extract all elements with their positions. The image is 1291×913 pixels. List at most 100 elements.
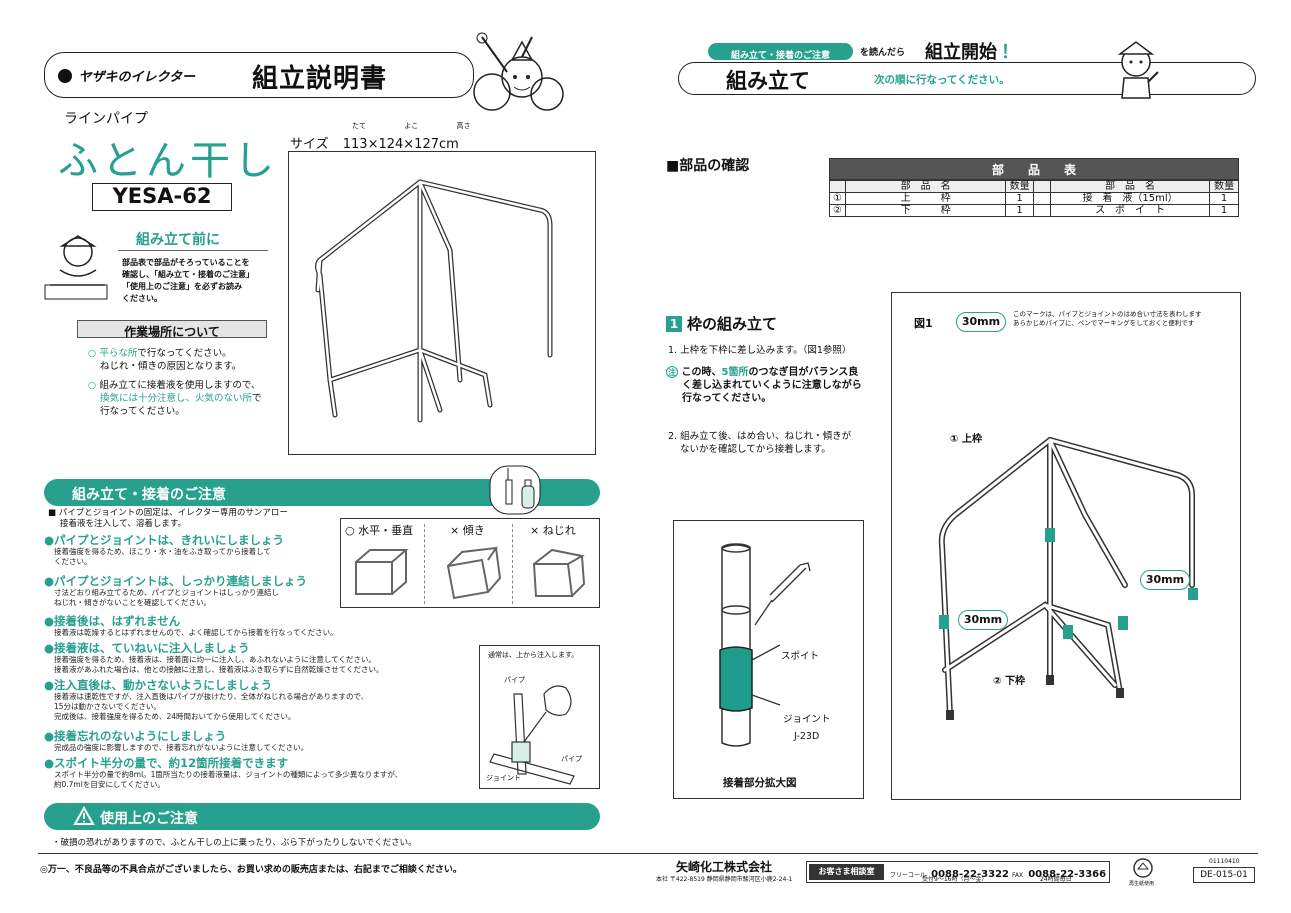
part-qty: 1 <box>1004 204 1035 217</box>
caution-item-title: ●注入直後は、動かさないようにしましょう <box>44 678 273 692</box>
caution-item-note: 完成品の強度に影響しますので、接着忘れがないように注意してください。 <box>54 743 309 752</box>
injection-label-pipe2: パイプ <box>561 755 582 763</box>
figure1-mark-note-line: このマークは、パイプとジョイントのはめ合い寸法を表わします <box>1013 310 1202 318</box>
warning-icon <box>73 805 95 825</box>
before-text-line: 「使用上のご注意」を必ずお読み <box>122 282 242 291</box>
figure1-lower-label: ② 下枠 <box>993 676 1025 687</box>
mascot-thumbsup-illustration <box>1117 41 1159 99</box>
workplace-item-hl: 換気には十分注意し、火気のない所 <box>100 393 253 404</box>
company-name: 矢崎化工株式会社 <box>676 860 773 874</box>
product-name: ふとん干し <box>58 138 278 184</box>
col-qty: 数量 <box>1209 180 1239 193</box>
worker-illustration <box>44 235 108 300</box>
workplace-item-text: で行なってください。 <box>137 348 232 359</box>
col-name: 部 品 名 <box>845 180 1006 193</box>
part-qty: 1 <box>1209 204 1239 217</box>
orientation-divider <box>424 524 425 604</box>
part-qty: 1 <box>1209 192 1239 205</box>
part-no: ② <box>828 204 847 217</box>
doc-code: DE-015-01 <box>1193 867 1255 883</box>
read-first-tag: 組み立て・接着のご注意 <box>708 43 853 61</box>
caution-item-title: ●パイプとジョイントは、きれいにしましょう <box>44 533 285 547</box>
orientation-label-ok: ○ 水平・垂直 <box>345 524 414 537</box>
caution-item-title: ●スポイト半分の量で、約12箇所接着できます <box>44 756 289 770</box>
caution-intro: ■ パイプとジョイントの固定は、イレクター専用のサンアロー 接着液を注入して、溶… <box>48 508 288 530</box>
before-text: 部品表で部品がそろっていることを 確認し、「組み立て・接着のご注意」 「使用上の… <box>122 257 254 305</box>
product-illustration-box <box>288 151 596 455</box>
recycle-icon <box>1133 858 1153 878</box>
category-label: ラインパイプ <box>64 111 148 127</box>
assembly-title: 組み立て <box>726 69 810 93</box>
warning-hl: 5箇所 <box>721 367 749 378</box>
caution-heading: 組み立て・接着のご注意 <box>72 487 226 503</box>
doc-title: 組立説明書 <box>252 64 388 94</box>
parts-heading: ■部品の確認 <box>666 155 749 175</box>
workplace-item-line2: 換気には十分注意し、火気のない所で <box>88 392 262 405</box>
caution-item-note: 接着液は乾燥するとはずれませんので、よく確認してから接着を行なってください。 <box>54 628 338 637</box>
figure1-dim-label: 30mm <box>1140 570 1190 590</box>
injection-illustration <box>489 685 575 785</box>
caution-item-note: 接着液は速乾性ですが、注入直後はパイプが抜けたり、全体がねじれる場合がありますの… <box>54 692 369 701</box>
free-number: 0088-22-3322 <box>931 869 1009 880</box>
cube-level-icon <box>355 549 409 595</box>
figure1-mark-note-line: あらかじめパイプに、ペンでマーキングをしておくと便利です <box>1013 319 1195 327</box>
contact-fax: FAX 0088-22-3366 <box>1012 862 1106 881</box>
step1-line2-text: ないかを確認してから接着します。 <box>680 444 831 455</box>
figure1-frame-illustration <box>938 437 1198 720</box>
caution-item: ●パイプとジョイントは、しっかり連結しましょう 寸法どおり組み立てるため、パイプ… <box>44 574 402 614</box>
step1-warning-line1: 注 この時、5箇所のつなぎ目がバランス良 <box>666 366 862 379</box>
detail-label-joint: ジョイント <box>783 714 831 725</box>
warning-text: 行なってください。 <box>682 393 772 404</box>
step1-line1: 1. 上枠を下枠に差し込みます。（図1参照） <box>668 345 852 356</box>
contact-free: フリーコール 0088-22-3322 <box>890 862 1009 881</box>
brand-logo: ヤザキのイレクター <box>58 66 195 85</box>
cube-tilt-icon <box>446 546 502 600</box>
before-text-line: 確認し、「組み立て・接着のご注意」 <box>122 270 254 279</box>
step1-warning: 注 この時、5箇所のつなぎ目がバランス良 く差し込まれていくように注意しながら … <box>666 366 862 405</box>
detail-label-spoit: スポイト <box>781 651 820 662</box>
brand-text: ヤザキのイレクター <box>78 70 196 85</box>
caution-item: ●接着後は、はずれません 接着液は乾燥するとはずれませんので、よく確認してから接… <box>44 614 402 641</box>
parts-table-header: 部 品 名 数量 部 品 名 数量 <box>828 180 1239 193</box>
part-name: 接 着 液（15ml） <box>1049 192 1211 205</box>
figure1-box <box>891 292 1241 800</box>
parts-table-row: ② 下 枠 1 ス ポ イ ト 1 <box>828 204 1239 217</box>
before-text-line: 部品表で部品がそろっていることを <box>122 258 250 267</box>
adhesive-bottle-icon <box>489 465 541 515</box>
right-header-pill <box>678 62 1256 95</box>
company-address: 本社 〒422-8519 静岡県静岡市駿河区小鹿2-24-1 <box>656 876 793 883</box>
caution-item: ●接着忘れのないようにしましょう 完成品の強度に影響しますので、接着忘れがないよ… <box>44 729 402 756</box>
footer-divider <box>38 853 1258 854</box>
parts-table-title-row: 部 品 表 <box>829 158 1239 180</box>
workplace-item-sub: 行なってください。 <box>100 406 185 417</box>
start-label: 組立開始 <box>925 42 997 63</box>
detail-label-joint-code: J-23D <box>794 731 820 742</box>
step1-line2: 2. 組み立て後、はめ合い、ねじれ・傾きが ないかを確認してから接着します。 <box>668 430 851 456</box>
workplace-heading: 作業場所について <box>124 325 220 339</box>
size-ruby: たて よこ 高さ <box>352 121 470 131</box>
caution-item-note: ねじれ・傾きがないことを確認してください。 <box>54 598 212 607</box>
fax-number: 0088-22-3366 <box>1028 869 1107 880</box>
mascot-group-illustration <box>473 32 564 111</box>
before-divider <box>118 250 268 251</box>
figure1-label: 図1 <box>914 317 933 330</box>
recycle-label: 再生紙使用 <box>1129 881 1155 887</box>
usage-heading: 使用上のご注意 <box>100 811 198 827</box>
parts-table: 部 品 名 数量 部 品 名 数量 ① 上 枠 1 接 着 液（15ml） 1 … <box>828 180 1239 217</box>
left-header-pill <box>44 52 474 98</box>
orientation-label-tilt: × 傾き <box>450 524 485 537</box>
injection-label-joint: ジョイント <box>486 774 521 782</box>
ruby-yoko: よこ <box>404 122 419 130</box>
start-excl: ！ <box>1001 42 1019 63</box>
size-line: サイズ 113×124×127cm <box>290 133 459 152</box>
contact-hours: 受付9～16時（月～金） <box>922 876 988 883</box>
parts-table-row: ① 上 枠 1 接 着 液（15ml） 1 <box>828 192 1239 205</box>
caution-item-title: ●接着忘れのないようにしましょう <box>44 729 227 743</box>
size-label: サイズ <box>290 137 329 152</box>
workplace-item: ○ 組み立てに接着液を使用しますので、 <box>88 380 261 391</box>
part-name: 下 枠 <box>845 204 1006 217</box>
product-frame-illustration <box>315 179 553 423</box>
usage-heading-bar <box>44 803 600 830</box>
orientation-box <box>340 518 600 608</box>
injection-label-pipe: パイプ <box>504 676 525 684</box>
